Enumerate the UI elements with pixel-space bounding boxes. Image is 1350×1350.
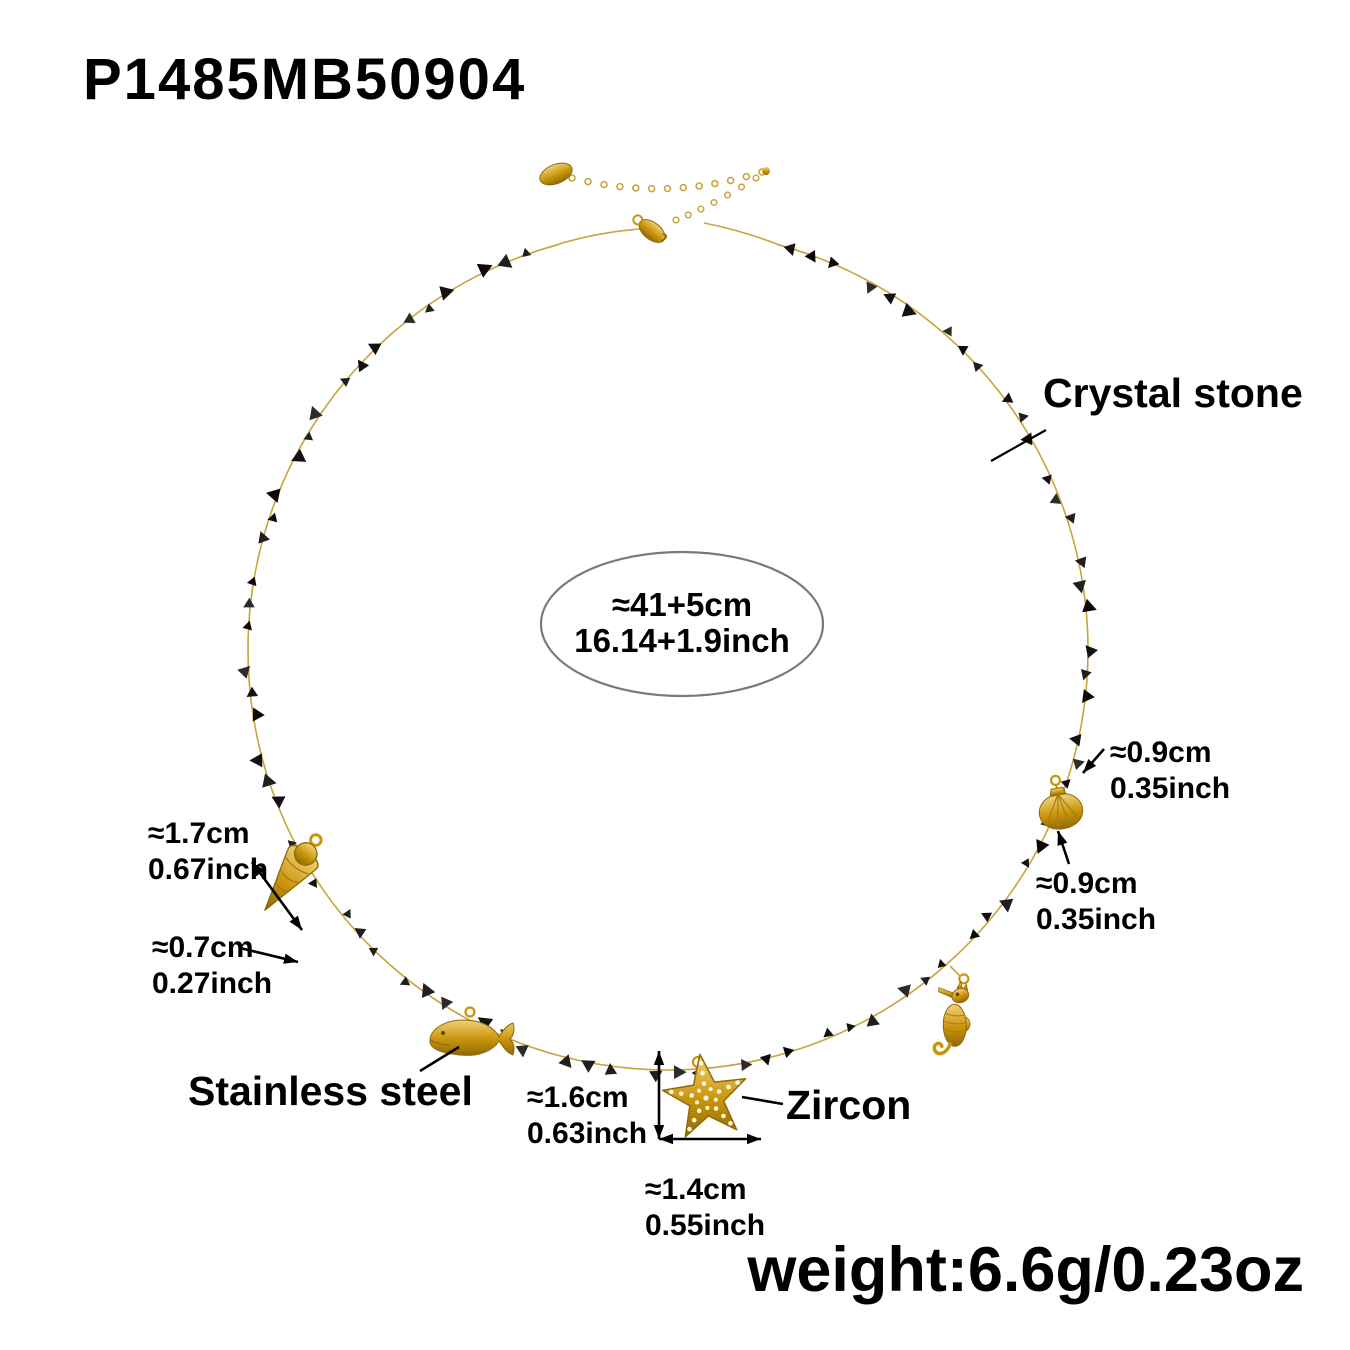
charm-conch-shell-icon [264,833,323,912]
measurement-cm: ≈0.9cm [1036,867,1138,900]
measurement-inch: 0.63inch [527,1117,648,1150]
measurement-starfish-width: ≈1.4cm 0.55inch [645,1172,765,1244]
measurement-inch: 0.35inch [1036,903,1157,936]
chain-length-inch: 16.14+1.9inch [574,622,790,659]
measurement-cm: ≈1.7cm [148,817,250,850]
charm-scallop-shell-icon [1038,774,1084,830]
product-code: P1485MB50904 [83,47,527,112]
chain-length-cm: ≈41+5cm [611,586,753,623]
clasp-and-extender [539,162,770,243]
label-crystal-stone: Crystal stone [1043,370,1303,416]
label-zircon: Zircon [786,1082,912,1128]
annotation-arrows [239,429,1105,1145]
measurement-inch: 0.35inch [1110,772,1231,805]
measurement-cm: ≈0.9cm [1110,736,1212,769]
crystal-beads [237,243,1098,1083]
weight-text: weight:6.6g/0.23oz [747,1235,1304,1305]
measurement-inch: 0.27inch [152,967,273,1000]
measurement-shell-height: ≈0.9cm 0.35inch [1110,735,1230,807]
charm-seahorse-icon [932,973,971,1056]
measurement-cm: ≈0.7cm [152,931,254,964]
measurement-conch-width: ≈0.7cm 0.27inch [152,930,272,1002]
measurement-cm: ≈1.4cm [645,1173,747,1206]
charm-whale-icon [429,1006,515,1056]
size-oval [539,550,825,698]
measurement-inch: 0.55inch [645,1209,766,1242]
measurement-conch-length: ≈1.7cm 0.67inch [148,816,268,888]
measurement-shell-width: ≈0.9cm 0.35inch [1036,866,1156,938]
charm-starfish-icon [661,1053,747,1138]
measurement-starfish-height: ≈1.6cm 0.63inch [527,1080,647,1152]
measurement-inch: 0.67inch [148,853,269,886]
measurement-cm: ≈1.6cm [527,1081,629,1114]
label-stainless-steel: Stainless steel [188,1068,473,1114]
lobster-clasp-icon [632,214,667,243]
